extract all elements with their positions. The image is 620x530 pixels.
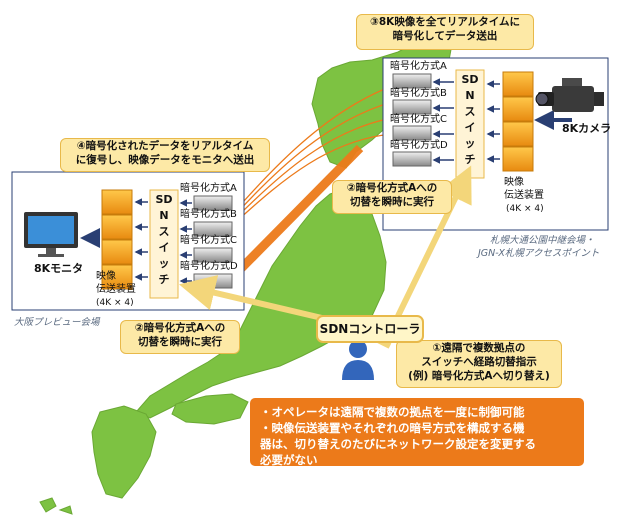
callout-sapporo-encrypt: ③8K映像を全てリアルタイムに 暗号化してデータ送出 (356, 14, 534, 50)
camera-icon (535, 78, 604, 112)
callout-sapporo-switch-line1: ②暗号化方式Aへの (346, 182, 438, 194)
sdn-controller: SDNコントローラ (316, 315, 424, 343)
sapporo-camera-label: 8Kカメラ (562, 122, 612, 135)
osaka-sdn-switch-label: SDNスイッチ (155, 193, 173, 286)
osaka-method-c: 暗号化方式C (180, 235, 237, 246)
map-shikoku (171, 393, 249, 425)
sapporo-device-label-1: 映像 (504, 177, 524, 188)
osaka-links (80, 198, 192, 285)
osaka-monitor-label: 8Kモニタ (34, 262, 84, 275)
sapporo-method-a: 暗号化方式A (390, 61, 447, 72)
sapporo-links (432, 78, 572, 164)
sapporo-site-label-2: JGN-X札幌アクセスポイント (478, 248, 600, 259)
osaka-transmission-device (101, 189, 133, 290)
callout-osaka-switch-line2: 切替を瞬時に実行 (138, 336, 222, 348)
sapporo-method-c: 暗号化方式C (390, 114, 447, 125)
osaka-method-b: 暗号化方式B (180, 209, 237, 220)
callout-sapporo-switch: ②暗号化方式Aへの 切替を瞬時に実行 (332, 180, 452, 214)
summary-line-1: ・オペレータは遠隔で複数の拠点を一度に制御可能 (260, 405, 525, 419)
callout-osaka-decrypt-line2: に復号し、映像データをモニタへ送出 (75, 154, 255, 166)
callout-osaka-decrypt-line1: ④暗号化されたデータをリアルタイム (76, 140, 254, 152)
callout-sapporo-switch-line2: 切替を瞬時に実行 (350, 196, 434, 208)
callout-operator-line2: スイッチへ経路切替指示 (421, 356, 537, 368)
osaka-device-label-2: 伝送装置 (96, 284, 136, 295)
summary-line-2: ・映像伝送装置やそれぞれの暗号方式を構成する機 (260, 421, 525, 435)
map-islands (39, 497, 73, 515)
callout-osaka-switch: ②暗号化方式Aへの 切替を瞬時に実行 (120, 320, 240, 354)
sapporo-encryption-devices (392, 73, 432, 167)
callout-operator-line3: (例) 暗号化方式Aへ切り替え) (408, 370, 550, 382)
callout-operator-line1: ①遠隔で複数拠点の (432, 342, 526, 354)
sapporo-transmission-device (502, 71, 534, 172)
sapporo-site-label-1: 札幌大通公園中継会場・ (490, 235, 595, 246)
osaka-sdn-switch-box (149, 189, 179, 299)
callout-osaka-switch-line1: ②暗号化方式Aへの (134, 322, 226, 334)
summary-box: ・オペレータは遠隔で複数の拠点を一度に制御可能 ・映像伝送装置やそれぞれの暗号方… (250, 398, 584, 467)
osaka-site-label: 大阪プレビュー会場 (14, 317, 100, 328)
callout-sapporo-encrypt-line2: 暗号化してデータ送出 (392, 30, 498, 42)
osaka-device-count: (4K × 4) (96, 298, 134, 308)
monitor-icon (24, 212, 78, 257)
callout-operator: ①遠隔で複数拠点の スイッチへ経路切替指示 (例) 暗号化方式Aへ切り替え) (396, 340, 562, 388)
callout-sapporo-encrypt-line1: ③8K映像を全てリアルタイムに (369, 16, 521, 28)
osaka-device-label-1: 映像 (96, 271, 116, 282)
callout-osaka-decrypt: ④暗号化されたデータをリアルタイム に復号し、映像データをモニタへ送出 (60, 138, 270, 172)
operator-icon (342, 340, 374, 380)
summary-line-3: 器は、切り替えのたびにネットワーク設定を変更する (260, 437, 536, 451)
summary-line-4: 必要がない (260, 453, 318, 467)
osaka-method-a: 暗号化方式A (180, 183, 237, 194)
osaka-method-d: 暗号化方式D (180, 261, 238, 272)
sapporo-method-b: 暗号化方式B (390, 88, 447, 99)
sapporo-sdn-switch-box (455, 69, 485, 179)
sapporo-device-count: (4K × 4) (506, 204, 544, 214)
map-kyushu (91, 405, 157, 499)
sapporo-method-d: 暗号化方式D (390, 140, 448, 151)
sapporo-device-label-2: 伝送装置 (504, 190, 544, 201)
osaka-encryption-devices (193, 195, 233, 289)
sapporo-sdn-switch-label: SDNスイッチ (461, 73, 479, 166)
